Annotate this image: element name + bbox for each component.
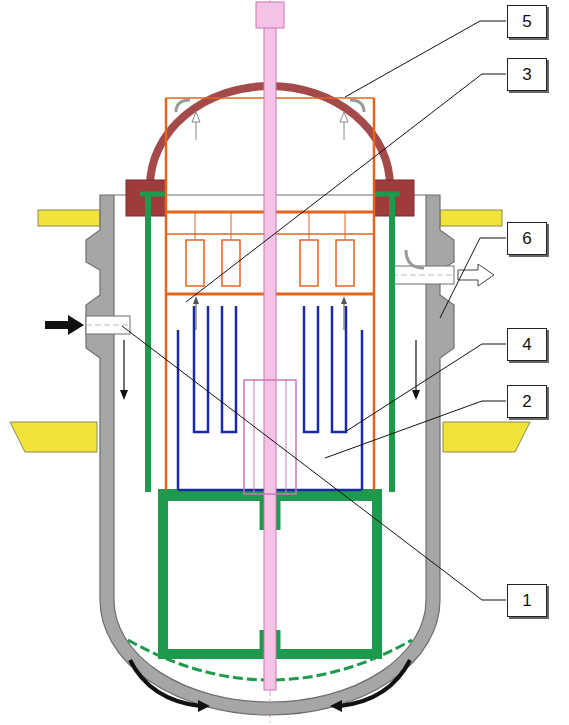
control-rod <box>244 2 296 690</box>
guide-tube <box>300 240 318 286</box>
barrel-flange <box>374 192 400 197</box>
arrowhead <box>192 112 200 122</box>
leader-line <box>345 344 506 432</box>
guide-link <box>345 212 346 240</box>
upflow <box>196 300 197 330</box>
fuel-assembly <box>304 306 318 432</box>
fuel-assembly <box>222 306 236 432</box>
arrowhead <box>198 700 210 712</box>
arrowhead <box>340 112 348 122</box>
inlet-arrow <box>45 315 84 335</box>
outlet-elbow <box>406 250 424 268</box>
rod <box>286 380 287 494</box>
leader-line <box>345 21 506 97</box>
callout-box: 2 <box>507 385 547 418</box>
bottom-flow <box>340 660 410 706</box>
arrowhead <box>120 390 128 400</box>
support-bar <box>10 422 97 452</box>
callout-box: 4 <box>507 328 547 361</box>
guide-link <box>309 212 310 240</box>
guide-tube <box>186 240 204 286</box>
barrel-wall <box>389 192 395 492</box>
downflow <box>123 340 124 392</box>
support-bar <box>443 422 530 452</box>
baffle-wall <box>361 330 364 490</box>
support-bar <box>38 210 100 226</box>
callout-box: 1 <box>507 584 547 617</box>
callout-number: 4 <box>522 336 531 353</box>
arrowhead <box>330 700 342 712</box>
drive-shaft <box>264 14 276 690</box>
barrel-wall <box>145 192 151 492</box>
callout-number: 6 <box>522 230 531 247</box>
callout-box: 6 <box>507 222 547 255</box>
callout-number: 5 <box>522 13 531 30</box>
rod-bundle <box>244 380 296 494</box>
guide-tube <box>336 240 354 286</box>
upflow <box>344 300 345 330</box>
rod <box>254 380 255 494</box>
support-bar <box>440 210 502 226</box>
callout-number: 1 <box>522 592 531 609</box>
leader-line <box>122 326 506 600</box>
vent-pipe <box>176 100 190 112</box>
guide-link <box>231 212 232 240</box>
arrowhead <box>341 296 347 304</box>
nozzle-axis <box>86 325 130 326</box>
leader-line <box>440 238 506 318</box>
downflow <box>415 340 416 392</box>
outlet-arrow <box>458 264 494 286</box>
callout-number: 3 <box>522 66 531 83</box>
barrel-flange <box>140 192 166 197</box>
bottom-flow <box>130 660 200 706</box>
leader-line <box>186 74 506 302</box>
baffle-wall <box>177 330 180 490</box>
callout-box: 3 <box>507 58 547 91</box>
flow-arrows <box>45 112 494 712</box>
nozzle-axis <box>392 275 454 276</box>
callout-number: 2 <box>522 393 531 410</box>
callout-box: 5 <box>507 5 547 38</box>
guide-link <box>195 212 196 240</box>
drive-head <box>256 2 284 28</box>
leader-line <box>325 401 506 458</box>
arrowhead <box>193 296 199 304</box>
leader-lines <box>122 21 506 600</box>
inlet-nozzle <box>86 316 130 334</box>
arrowhead <box>412 390 420 400</box>
vent-pipe <box>350 100 364 112</box>
